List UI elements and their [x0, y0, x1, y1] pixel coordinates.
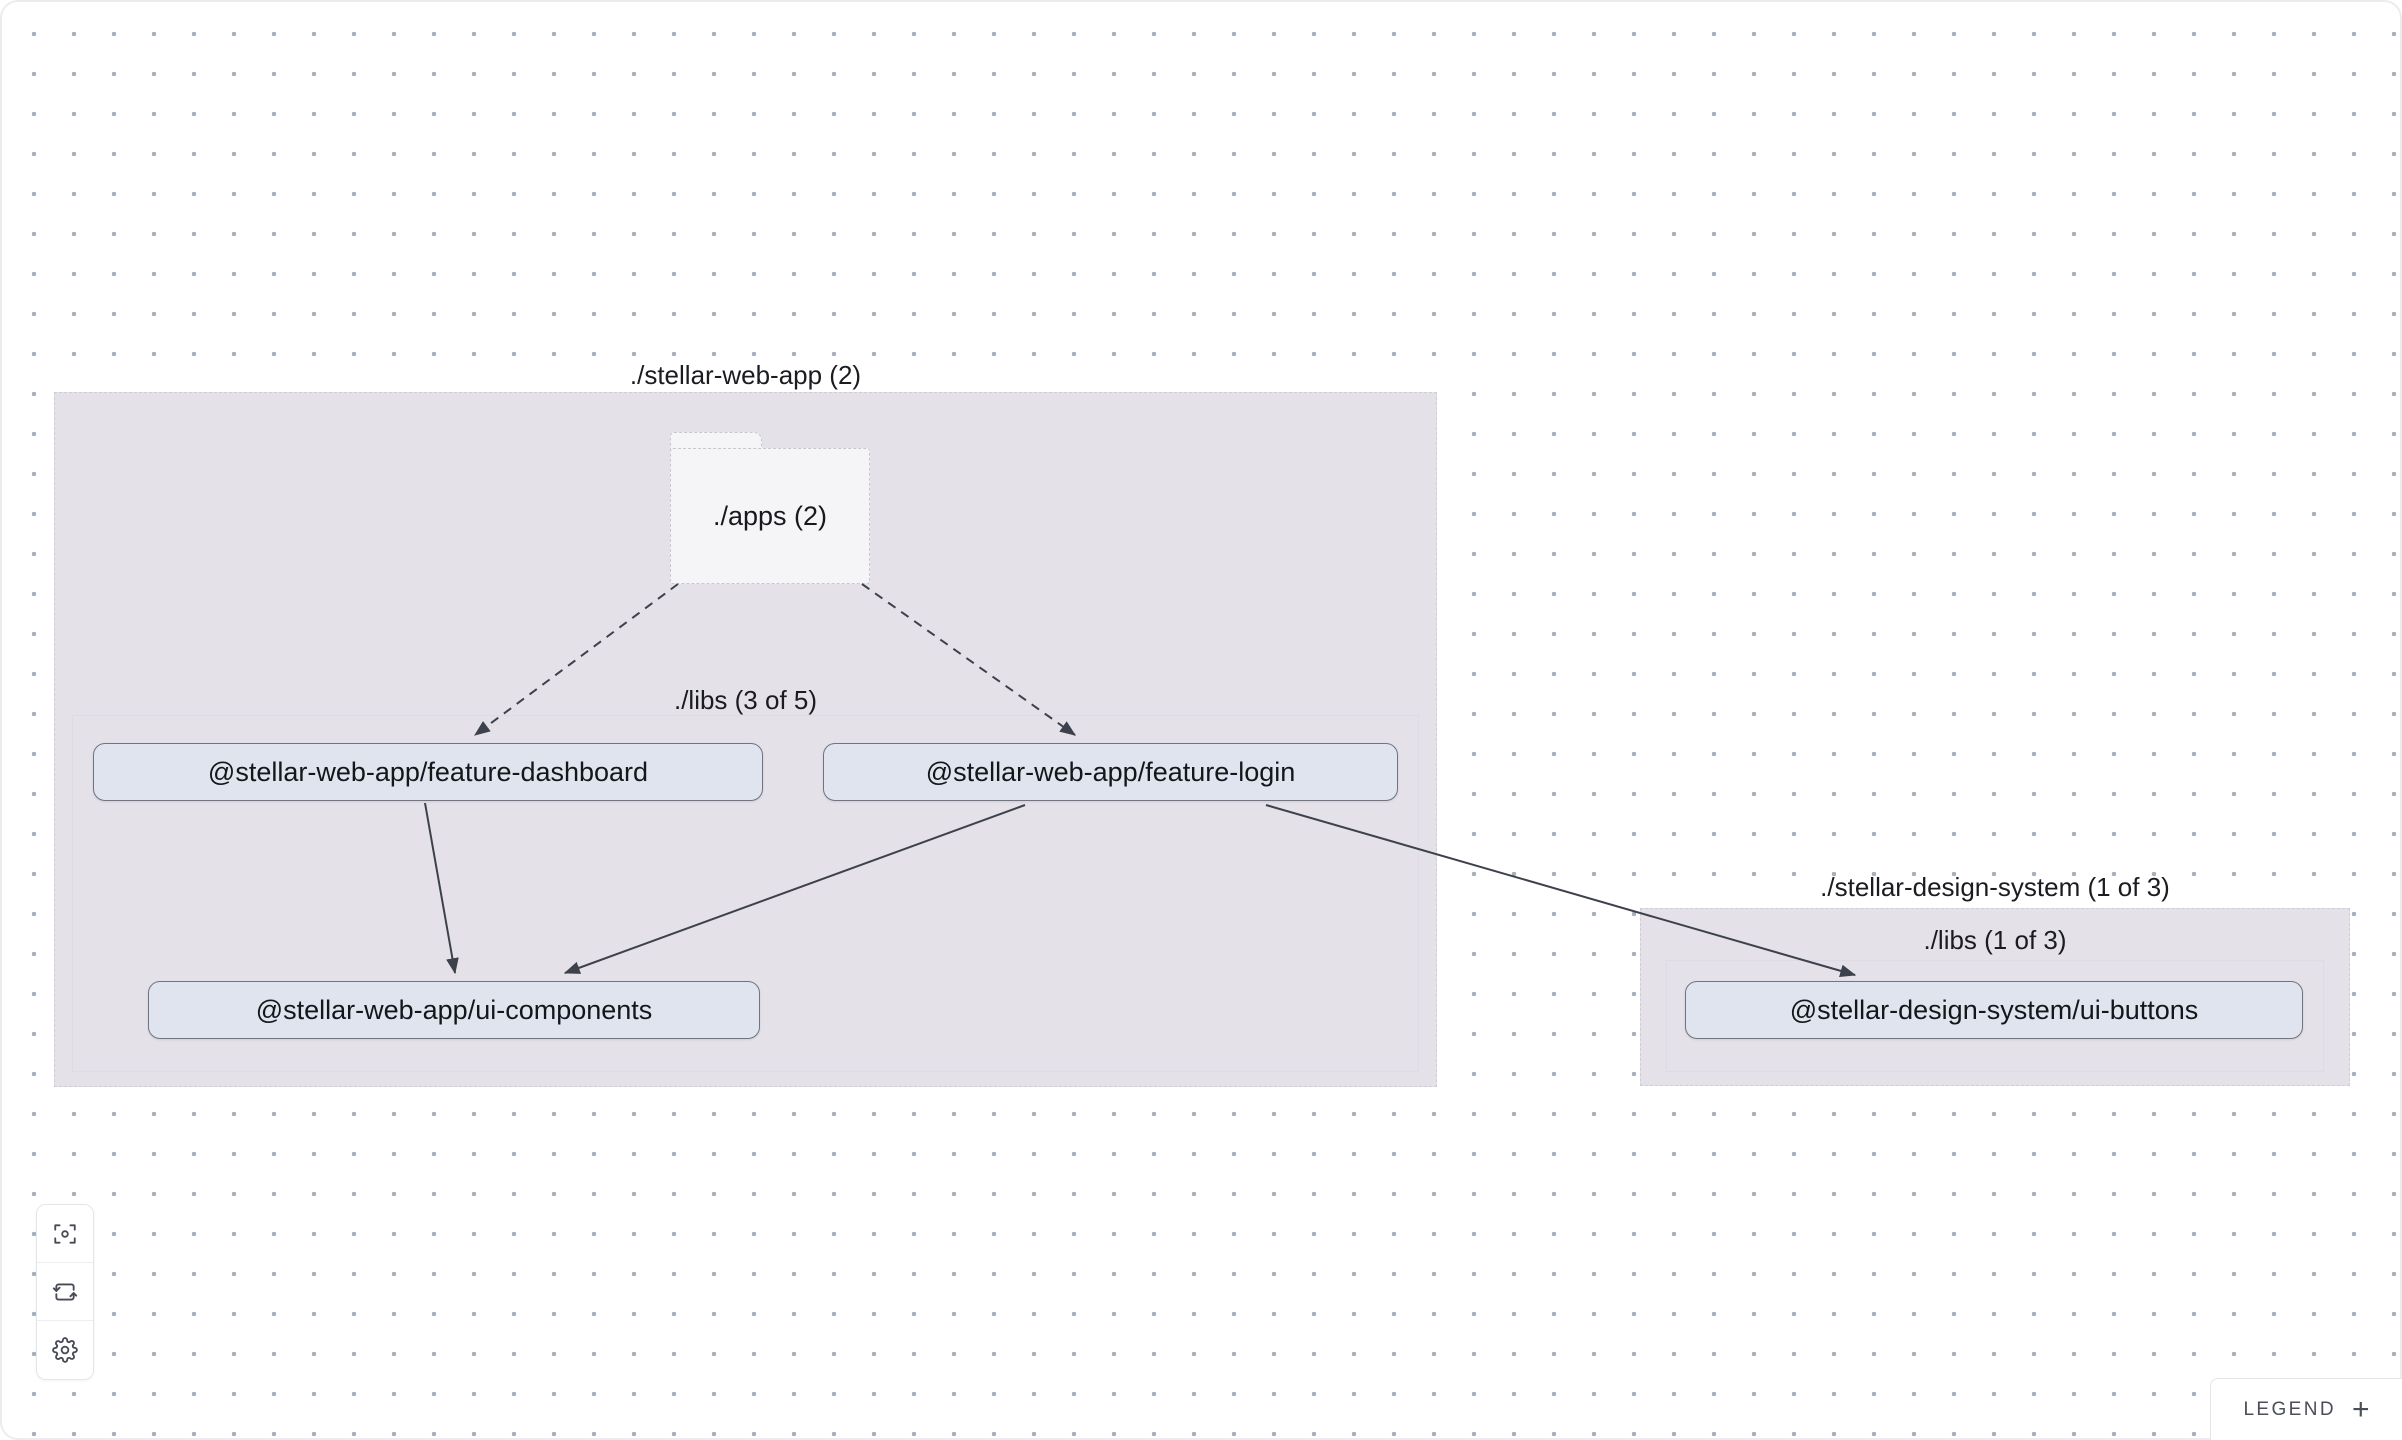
libs-container-stellar-design-system[interactable] [1666, 960, 2324, 1072]
container-label-stellar-web-app: ./stellar-web-app (2) [629, 360, 862, 390]
legend-expand-icon: + [2352, 1392, 2370, 1426]
container-label-stellar-design-system: ./stellar-design-system (1 of 3) [1820, 872, 2170, 902]
legend-panel[interactable]: LEGEND + [2210, 1378, 2402, 1440]
container-label-stellar-design-system-libs: ./libs (1 of 3) [1923, 925, 2067, 955]
package-node-feature-dashboard[interactable]: @stellar-web-app/feature-dashboard [93, 743, 763, 801]
graph-controls [36, 1204, 94, 1380]
legend-title: LEGEND [2243, 1398, 2336, 1420]
gear-icon [52, 1337, 78, 1363]
refresh-graph-button[interactable] [37, 1263, 93, 1321]
package-node-ui-buttons[interactable]: @stellar-design-system/ui-buttons [1685, 981, 2303, 1039]
folder-node-label-apps: ./apps (2) [712, 500, 828, 531]
container-label-stellar-web-app-libs: ./libs (3 of 5) [673, 685, 818, 715]
folder-body [670, 448, 870, 584]
focus-graph-button[interactable] [37, 1205, 93, 1263]
folder-node-apps[interactable]: ./apps (2) [670, 432, 870, 584]
refresh-icon [52, 1279, 78, 1305]
graph-settings-button[interactable] [37, 1321, 93, 1379]
package-node-feature-login[interactable]: @stellar-web-app/feature-login [823, 743, 1398, 801]
package-node-ui-components[interactable]: @stellar-web-app/ui-components [148, 981, 760, 1039]
focus-target-icon [52, 1221, 78, 1247]
